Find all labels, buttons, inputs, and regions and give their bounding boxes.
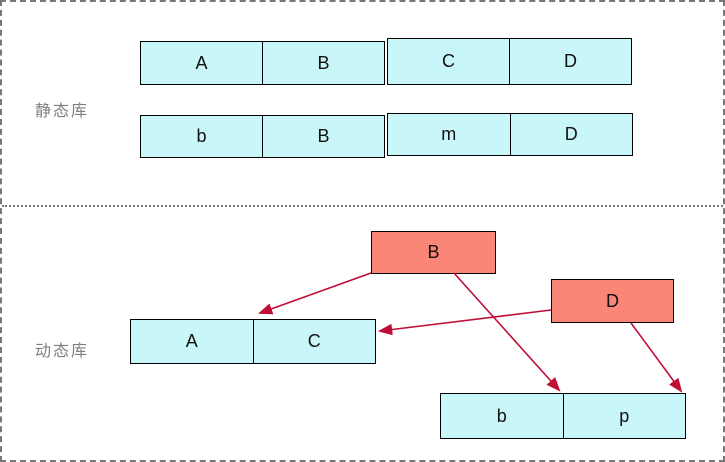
arrow-d-to-ac (377, 309, 552, 336)
module-cell-c: C (442, 51, 455, 71)
static-row1-group-ab: A B (140, 41, 385, 85)
dynamic-source-box-b: B (371, 231, 496, 274)
module-cell-p: p (562, 394, 686, 438)
module-cell-b-lower: b (196, 126, 207, 146)
dynamic-group-ac: A C (130, 319, 376, 364)
dynamic-source-box-d: D (551, 279, 674, 323)
module-cell-b-upper: B (262, 116, 384, 157)
module-cell-d: D (509, 39, 631, 84)
static-row2-group-bb: b B (140, 115, 385, 158)
arrow-b-to-ac (257, 272, 372, 315)
dynamic-library-label: 动态库 (35, 343, 90, 360)
static-row1-group-cd: C D (387, 38, 632, 85)
arrow-b-to-bp (453, 272, 561, 392)
arrow-d-to-bp (630, 322, 683, 393)
module-cell-a2: A (185, 331, 198, 351)
dynamic-group-bp: b p (440, 393, 686, 439)
module-cell-m: m (441, 124, 457, 144)
module-cell-c2: C (252, 320, 376, 363)
static-row2-group-md: m D (387, 113, 633, 156)
static-library-label: 静态库 (35, 103, 90, 120)
section-divider (2, 205, 723, 207)
module-cell-d2: D (509, 114, 633, 155)
module-cell-b-lower2: b (496, 405, 507, 426)
module-cell-a: A (195, 52, 208, 73)
module-cell-b: B (262, 42, 384, 84)
